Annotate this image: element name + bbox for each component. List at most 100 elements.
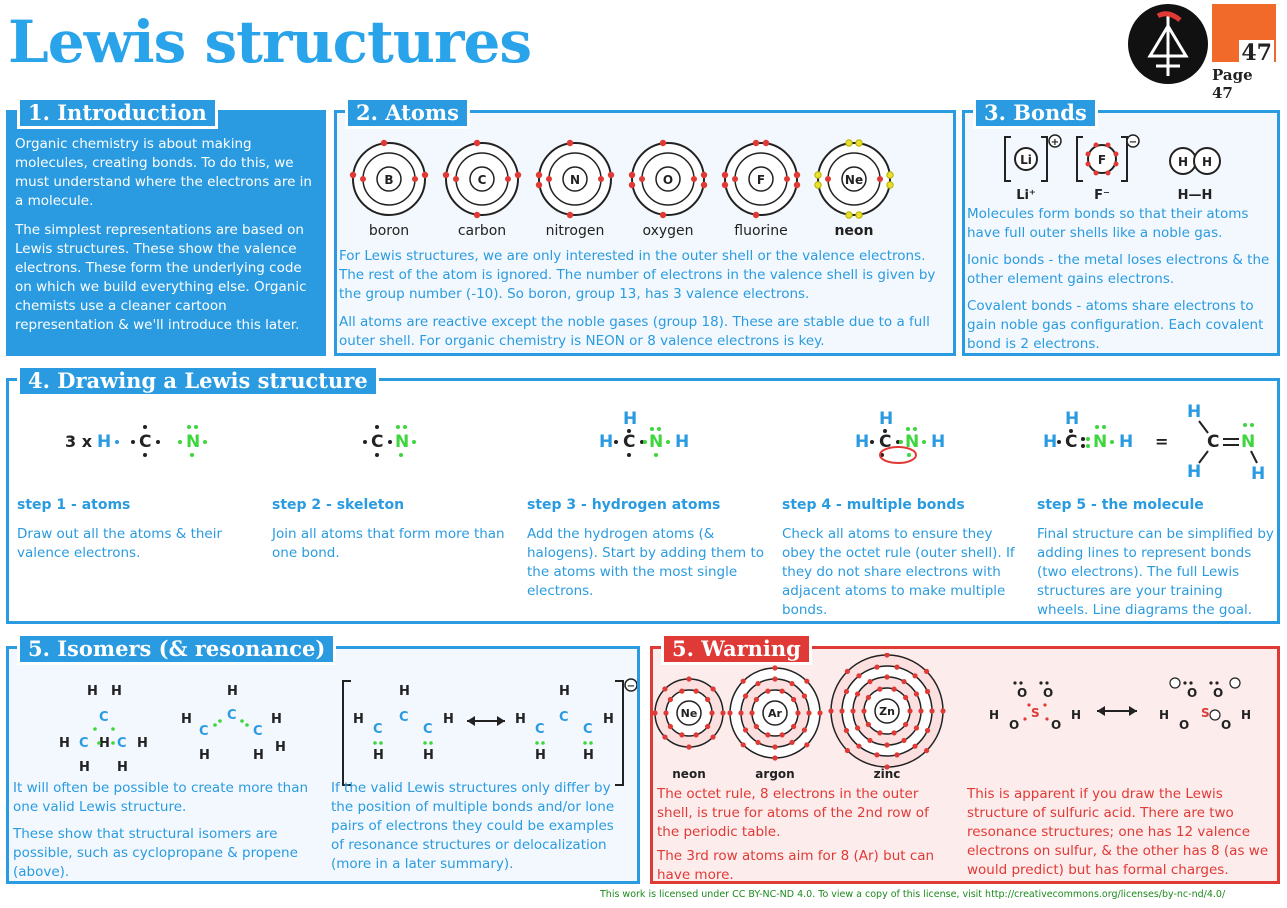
page-number: 47	[1239, 40, 1274, 66]
three-times-label: 3 x	[65, 432, 93, 451]
svg-text:C: C	[583, 722, 593, 737]
warning-atom-label-zinc: zinc	[873, 767, 901, 781]
svg-text:H: H	[675, 432, 689, 452]
page-badge: 47 Page 47	[1212, 4, 1276, 102]
bonds-diagram: Li + Li⁺ F − F⁻ H H H—H	[1004, 134, 1221, 203]
ion-f-label: F⁻	[1094, 188, 1110, 203]
svg-text:C: C	[535, 722, 545, 737]
step-5-text: Final structure can be simplified by add…	[1037, 526, 1274, 618]
atom-label-carbon: carbon	[457, 223, 507, 239]
intro-panel: 1. Introduction Organic chemistry is abo…	[6, 97, 326, 356]
intro-text-2: The simplest representations are based o…	[15, 222, 307, 333]
step-2-title: step 2 - skeleton	[272, 497, 405, 513]
svg-text:H: H	[559, 684, 570, 699]
isomers-text-3: If the valid Lewis structures only diffe…	[331, 780, 615, 872]
bonds-text-3: Covalent bonds - atoms share electrons t…	[967, 298, 1264, 352]
svg-text:H: H	[443, 712, 454, 727]
svg-text:H: H	[111, 684, 122, 699]
warning-heading: 5. Warning	[661, 633, 812, 665]
svg-text:N: N	[186, 432, 200, 452]
equals-sign: =	[1155, 432, 1168, 451]
svg-text:H: H	[399, 684, 410, 699]
svg-text:C: C	[559, 710, 569, 725]
step-5-title: step 5 - the molecule	[1037, 497, 1204, 513]
atom-nitrogen-icon: N	[535, 139, 615, 219]
svg-text:H: H	[603, 712, 614, 727]
svg-text:C: C	[478, 173, 487, 187]
svg-text:F: F	[757, 173, 765, 187]
minus-charge: −	[1129, 137, 1137, 148]
atom-neon-icon: Ne	[814, 139, 894, 219]
step-1-text: Draw out all the atoms & their valence e…	[17, 526, 223, 561]
page-label: Page 47	[1212, 66, 1253, 102]
atom-oxygen-icon: O	[628, 139, 708, 219]
ion-f-symbol: F	[1098, 153, 1106, 167]
svg-text:O: O	[1179, 718, 1189, 732]
svg-text:O: O	[1043, 686, 1053, 700]
svg-text:C: C	[1065, 432, 1077, 452]
resonance-charge: −	[627, 681, 635, 692]
svg-text:O: O	[663, 173, 673, 187]
svg-text:H: H	[181, 712, 192, 727]
atoms-text-2: All atoms are reactive except the noble …	[339, 314, 930, 349]
svg-text:O: O	[1221, 718, 1231, 732]
svg-text:H: H	[137, 736, 148, 751]
svg-text:H: H	[1119, 432, 1133, 452]
svg-text:O: O	[1017, 686, 1027, 700]
svg-text:O: O	[1051, 718, 1061, 732]
svg-text:O: O	[1213, 686, 1223, 700]
svg-text:H: H	[199, 748, 210, 763]
svg-text:N: N	[1241, 432, 1255, 452]
svg-text:H: H	[623, 409, 637, 429]
intro-text-1: Organic chemistry is about making molecu…	[15, 136, 312, 209]
intro-heading: 1. Introduction	[17, 97, 218, 129]
svg-text:H: H	[253, 748, 264, 763]
svg-text:H: H	[515, 712, 526, 727]
isomers-text-2: These show that structural isomers are p…	[13, 826, 298, 880]
svg-text:H: H	[373, 748, 384, 763]
svg-text:N: N	[1093, 432, 1107, 452]
atom-boron-icon: B	[349, 139, 429, 216]
step-4-title: step 4 - multiple bonds	[782, 497, 965, 513]
drawing-heading: 4. Drawing a Lewis structure	[17, 365, 379, 397]
svg-text:H: H	[1065, 409, 1079, 429]
svg-text:C: C	[371, 432, 383, 452]
atom-label-nitrogen: nitrogen	[545, 223, 605, 239]
atom-label-boron: boron	[368, 223, 410, 239]
svg-text:Ar: Ar	[768, 707, 783, 720]
step-3-text: Add the hydrogen atoms (& halogens). Sta…	[527, 526, 765, 599]
svg-text:H: H	[1178, 155, 1188, 169]
step-4-text: Check all atoms to ensure they obey the …	[782, 526, 1015, 618]
atoms-text-1: For Lewis structures, we are only intere…	[339, 248, 936, 302]
warning-text-3: This is apparent if you draw the Lewis s…	[967, 786, 1269, 878]
svg-text:S: S	[1031, 706, 1040, 720]
svg-text:H: H	[275, 740, 286, 755]
ion-li-symbol: Li	[1020, 153, 1032, 167]
page-title: Lewis structures	[8, 8, 532, 76]
atom-label-fluorine: fluorine	[734, 223, 788, 239]
svg-text:C: C	[399, 710, 409, 725]
svg-text:C: C	[1207, 432, 1219, 452]
svg-text:Zn: Zn	[879, 705, 895, 718]
atom-argon-icon: Ar	[727, 665, 823, 761]
warning-text-1: The octet rule, 8 electrons in the outer…	[657, 786, 929, 840]
svg-text:H: H	[1043, 432, 1057, 452]
logo-icon	[1128, 4, 1208, 84]
svg-text:C: C	[227, 708, 237, 723]
svg-text:H: H	[583, 748, 594, 763]
step-3-title: step 3 - hydrogen atoms	[527, 497, 721, 513]
svg-text:H: H	[97, 432, 111, 452]
step-1-title: step 1 - atoms	[17, 497, 131, 513]
ion-li-label: Li⁺	[1016, 188, 1036, 203]
atom-fluorine-icon: F	[721, 139, 801, 219]
svg-text:H: H	[87, 684, 98, 699]
svg-text:H: H	[599, 432, 613, 452]
svg-text:H: H	[117, 760, 128, 775]
svg-text:H: H	[227, 684, 238, 699]
svg-text:H: H	[79, 760, 90, 775]
svg-text:C: C	[879, 432, 891, 452]
svg-text:H: H	[1159, 708, 1169, 722]
